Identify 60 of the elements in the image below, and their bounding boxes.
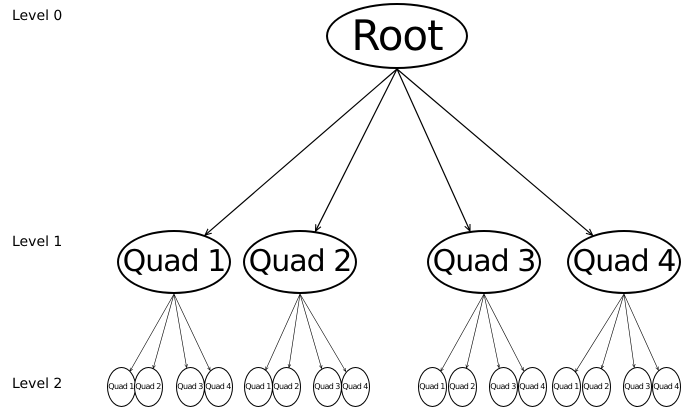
node-ellipse — [448, 367, 476, 407]
node-ellipse — [488, 367, 518, 407]
arrow — [624, 294, 659, 370]
node-ellipse — [312, 367, 342, 407]
node-label: Quad 3 — [177, 383, 203, 391]
node-label: Root — [351, 15, 443, 57]
node-label: Quad 2 — [583, 383, 609, 391]
node-label: Quad 3 — [432, 247, 536, 277]
arrow — [265, 294, 300, 370]
arrow — [396, 68, 471, 232]
arrow — [314, 68, 398, 232]
node-label: Quad 1 — [553, 383, 579, 391]
node-label: Quad 4 — [519, 383, 545, 391]
node-ellipse — [552, 367, 580, 407]
node-ellipse — [582, 367, 610, 407]
arrow — [174, 294, 188, 368]
arrow — [440, 294, 484, 372]
node-label: Quad 3 — [624, 383, 650, 391]
node-label: Quad 1 — [122, 247, 226, 277]
node-ellipse — [272, 367, 300, 407]
node-label: Quad 4 — [572, 247, 676, 277]
arrow — [300, 294, 346, 372]
arrow — [288, 294, 300, 368]
node-label: Quad 1 — [108, 383, 134, 391]
node-ellipse — [518, 367, 546, 407]
arrow — [624, 294, 636, 368]
node-label: Quad 4 — [342, 383, 368, 391]
node-ellipse — [622, 367, 652, 407]
node-ellipse — [652, 367, 680, 407]
node-ellipse — [204, 367, 232, 407]
arrow — [484, 294, 524, 371]
arrow — [174, 294, 210, 371]
node-label: Quad 2 — [449, 383, 475, 391]
node-label: Quad 2 — [273, 383, 299, 391]
arrow — [130, 294, 174, 372]
node-label: Quad 2 — [248, 247, 352, 277]
node-label: Quad 3 — [314, 383, 340, 391]
node-label: Quad 3 — [490, 383, 516, 391]
node-label: Quad 4 — [205, 383, 231, 391]
level-label: Level 2 — [12, 376, 62, 392]
node-ellipse — [340, 367, 370, 407]
arrow — [396, 68, 594, 236]
arrow — [204, 68, 398, 236]
arrow — [575, 294, 624, 372]
arrow — [466, 294, 484, 368]
arrow — [484, 294, 500, 368]
node-ellipse — [106, 367, 136, 407]
node-ellipse — [244, 367, 272, 407]
node-label: Quad 4 — [653, 383, 679, 391]
node-ellipse — [134, 367, 162, 407]
level-label: Level 0 — [12, 8, 62, 24]
arrow — [300, 294, 322, 369]
node-label: Quad 1 — [419, 383, 445, 391]
arrow — [600, 294, 624, 369]
node-ellipse — [176, 367, 204, 407]
node-ellipse — [418, 367, 446, 407]
node-label: Quad 1 — [245, 383, 271, 391]
level-label: Level 1 — [12, 234, 62, 250]
arrow — [152, 294, 174, 369]
node-label: Quad 2 — [135, 383, 161, 391]
